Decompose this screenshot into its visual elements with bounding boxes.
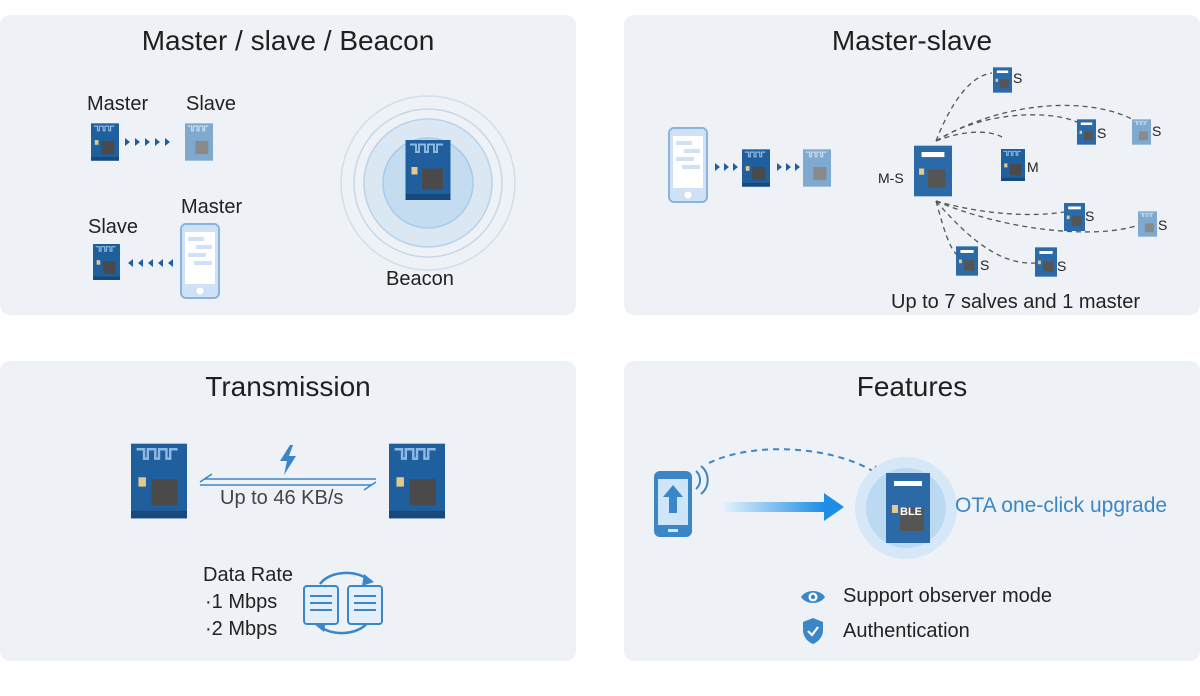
master-slave-module-icon xyxy=(914,143,952,199)
label-m: M xyxy=(1027,159,1039,175)
ble-module-icon xyxy=(886,473,930,543)
slave-module-icon xyxy=(1064,203,1085,231)
beacon-module-icon xyxy=(405,140,451,200)
eye-icon xyxy=(801,591,825,603)
panel-title: Transmission xyxy=(205,371,371,402)
label-s: S xyxy=(1158,217,1168,233)
label-beacon: Beacon xyxy=(386,268,454,290)
observer-label: Support observer mode xyxy=(843,585,1053,607)
speed-label: Up to 46 KB/s xyxy=(220,487,344,509)
data-rate-2: ·2 Mbps xyxy=(205,618,278,640)
label-slave-top: Slave xyxy=(186,93,237,115)
label-s: S xyxy=(1085,208,1095,224)
slave-module-icon xyxy=(1077,119,1096,145)
panel-master-slave-beacon: Master / slave / Beacon Master Slave Sla… xyxy=(0,15,576,315)
label-s: S xyxy=(1097,125,1107,141)
label-s: S xyxy=(1057,258,1067,274)
module-icon xyxy=(389,439,445,523)
panel-master-slave: Master-slave M-S S S S M S S S S Up xyxy=(624,15,1200,315)
dotted-arrow-right-icon xyxy=(777,163,800,171)
sync-documents-icon xyxy=(303,571,383,635)
data-rate-1: ·1 Mbps xyxy=(205,591,278,613)
label-master-bottom: Master xyxy=(181,196,243,218)
transfer-arrows xyxy=(199,473,377,491)
master-module-icon xyxy=(1001,146,1025,184)
slave-module-icon xyxy=(993,67,1012,93)
module-icon xyxy=(91,123,119,161)
dotted-arrow-right-icon xyxy=(715,163,738,171)
slave-module-icon xyxy=(1035,247,1057,277)
data-rate-title: Data Rate xyxy=(203,564,294,586)
label-ms: M-S xyxy=(878,170,904,186)
dotted-arrow-right-icon xyxy=(125,138,170,146)
panel-title: Master / slave / Beacon xyxy=(141,25,435,56)
label-s: S xyxy=(1152,123,1162,139)
label-slave-bottom: Slave xyxy=(88,216,139,238)
panel-title: Features xyxy=(856,371,968,402)
module-icon xyxy=(131,439,187,523)
panel-transmission: Transmission Up to 46 KB/s Data Rate ·1 … xyxy=(0,361,576,661)
slave-module-icon xyxy=(1138,211,1157,237)
connection-lines xyxy=(935,72,1140,264)
shield-icon xyxy=(803,618,823,644)
dotted-arrow-left-icon xyxy=(128,259,173,267)
label-master-top: Master xyxy=(87,93,149,115)
label-s: S xyxy=(980,257,990,273)
phone-upload-icon xyxy=(654,465,709,537)
label-s: S xyxy=(1013,70,1023,86)
panel-title: Master-slave xyxy=(831,25,993,56)
caption: Up to 7 salves and 1 master xyxy=(891,291,1141,313)
module-icon xyxy=(185,123,213,161)
phone-icon xyxy=(180,222,220,300)
lightning-icon xyxy=(280,445,296,475)
slave-module-icon xyxy=(1132,119,1151,145)
panel-features: Features BLE OTA one-click upgrade xyxy=(624,361,1200,661)
module-icon xyxy=(93,243,120,281)
ble-chip-label: BLE xyxy=(900,506,922,518)
ota-label: OTA one-click upgrade xyxy=(955,494,1168,517)
slave-module-icon xyxy=(956,245,978,277)
auth-label: Authentication xyxy=(843,620,970,642)
